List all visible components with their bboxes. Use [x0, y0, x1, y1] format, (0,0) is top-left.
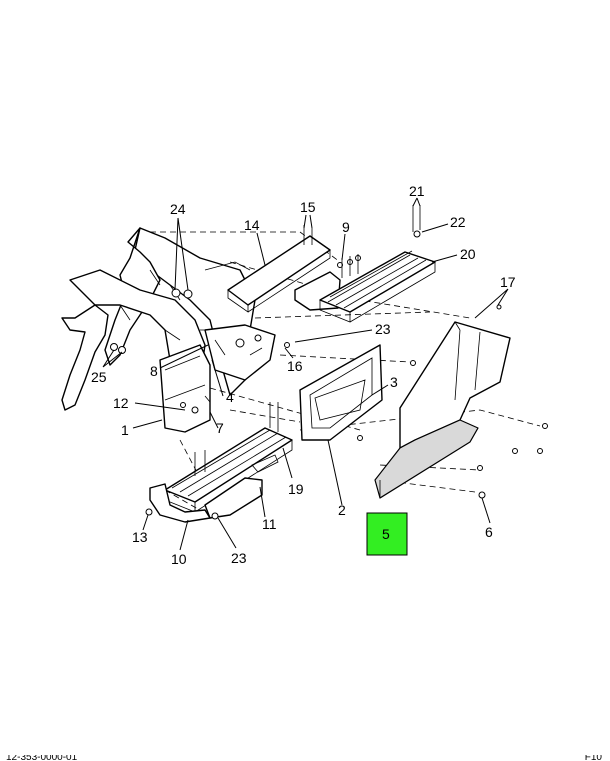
drawing-number: 12-353-0000-01 — [6, 755, 78, 761]
callout-12: 12 — [113, 395, 129, 411]
callout-13: 13 — [132, 529, 148, 545]
highlight-box-part-5 — [366, 512, 408, 556]
lower-step — [164, 402, 293, 513]
callout-24: 24 — [170, 201, 186, 217]
callout-5: 5 — [382, 526, 390, 542]
callout-16: 16 — [287, 358, 303, 374]
callout-22: 22 — [450, 214, 466, 230]
callout-14: 14 — [244, 217, 260, 233]
fasteners — [145, 342, 548, 520]
callout-labels: 1 2 3 4 5 6 7 8 9 10 11 12 13 14 15 16 1… — [91, 183, 516, 567]
callout-1: 1 — [121, 422, 129, 438]
callout-7: 7 — [216, 420, 224, 436]
callout-9: 9 — [342, 219, 350, 235]
sheet-code: F10 — [584, 755, 602, 761]
callout-23-upper: 23 — [375, 321, 391, 337]
leader-lines — [102, 197, 509, 551]
callout-15: 15 — [300, 199, 316, 215]
callout-10: 10 — [171, 551, 187, 567]
callout-23-lower: 23 — [231, 550, 247, 566]
upper-support-bar — [227, 235, 331, 313]
callout-21: 21 — [409, 183, 425, 199]
callout-6: 6 — [485, 524, 493, 540]
callout-2: 2 — [338, 502, 346, 518]
callout-4: 4 — [226, 389, 234, 405]
callout-3: 3 — [390, 374, 398, 390]
callout-25: 25 — [91, 369, 107, 385]
upper-bolts — [303, 205, 421, 278]
callout-17: 17 — [500, 274, 516, 290]
lower-step-bracket — [149, 454, 279, 523]
center-support — [299, 344, 383, 441]
callout-11: 11 — [262, 516, 277, 532]
callout-20: 20 — [460, 246, 476, 262]
upper-step — [294, 250, 436, 323]
step-bracket-plate — [159, 344, 211, 433]
side-fairing-panel — [374, 304, 511, 499]
callout-8: 8 — [150, 363, 158, 379]
callout-19: 19 — [288, 481, 304, 497]
